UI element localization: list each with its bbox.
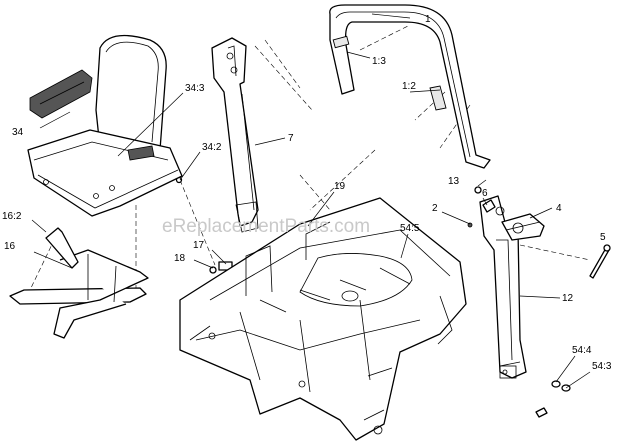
callout-7: 7 xyxy=(288,133,294,144)
right-upright xyxy=(479,195,527,379)
callout-1-2: 1:2 xyxy=(402,81,416,92)
callout-1-3: 1:3 xyxy=(372,56,386,67)
roll-bar-hoop xyxy=(329,4,491,169)
callout-6: 6 xyxy=(482,188,488,199)
callout-16-2: 16:2 xyxy=(2,211,22,222)
callout-54-4: 54:4 xyxy=(572,345,592,356)
watermark-text: eReplacementParts.com xyxy=(162,216,370,237)
callout-16: 16 xyxy=(4,241,16,252)
callout-17: 17 xyxy=(193,240,205,251)
callout-54-5: 54:5 xyxy=(400,223,420,234)
callout-5: 5 xyxy=(600,232,606,243)
callout-34-2: 34:2 xyxy=(202,142,222,153)
callout-54-3: 54:3 xyxy=(592,361,612,372)
callout-34: 34 xyxy=(12,127,24,138)
left-upright xyxy=(211,37,259,233)
callout-4: 4 xyxy=(556,203,562,214)
callout-19: 19 xyxy=(334,181,346,192)
callout-labels: 1 1:3 1:2 34:3 34 34:2 7 13 6 2 4 19 54:… xyxy=(2,14,612,372)
main-frame xyxy=(179,197,467,441)
callout-13: 13 xyxy=(448,176,460,187)
callout-18: 18 xyxy=(174,253,186,264)
callout-34-3: 34:3 xyxy=(185,83,205,94)
callout-12: 12 xyxy=(562,293,574,304)
seat xyxy=(27,34,183,217)
leader-lines xyxy=(31,13,591,389)
seat-slide xyxy=(9,227,149,339)
callout-1: 1 xyxy=(425,14,431,25)
callout-2: 2 xyxy=(432,203,438,214)
latch-bracket xyxy=(501,213,545,241)
